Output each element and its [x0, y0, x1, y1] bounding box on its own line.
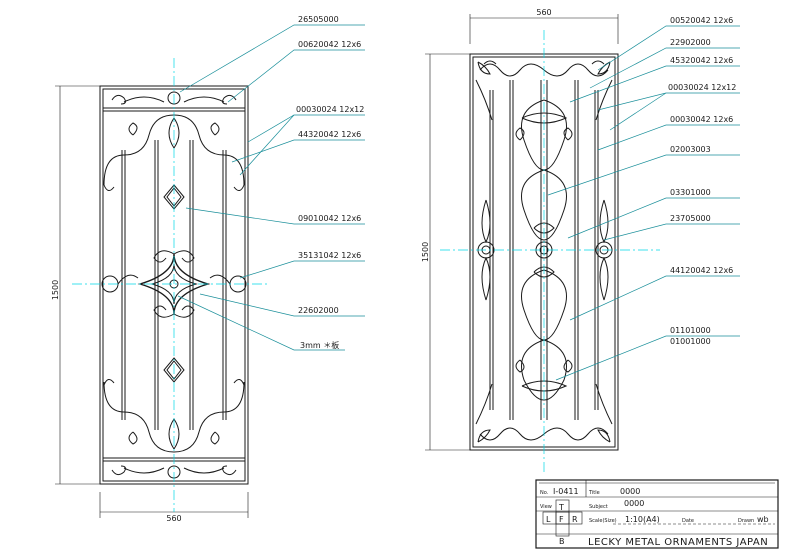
right-callout-10: 01101000	[670, 326, 711, 335]
title-scale-label: Scale(Size)	[589, 518, 617, 524]
left-dimensions	[55, 85, 249, 518]
right-dimensions	[425, 14, 619, 451]
company-name: LECKY METAL ORNAMENTS JAPAN	[588, 537, 768, 548]
right-height-dimension: 1500	[421, 242, 430, 262]
right-callout-3: 45320042 12x6	[670, 56, 733, 65]
title-block	[535, 479, 779, 549]
left-height-dimension: 1500	[51, 280, 60, 300]
left-callout-3: 00030024 12x12	[296, 105, 364, 114]
right-callout-1: 00520042 12x6	[670, 16, 733, 25]
title-scale-value: 1:10(A4)	[625, 515, 660, 524]
view-letter-t: T	[558, 503, 564, 512]
right-callout-9: 44120042 12x6	[670, 266, 733, 275]
right-leaders	[547, 25, 740, 381]
right-callout-4: 00030024 12x12	[668, 83, 736, 92]
left-callout-6: 35131042 12x6	[298, 251, 361, 260]
title-drawn-label: Drawn	[738, 518, 754, 524]
left-callout-2: 00620042 12x6	[298, 40, 361, 49]
right-callout-7: 03301000	[670, 188, 711, 197]
title-subject-value: 0000	[624, 499, 644, 508]
right-callout-11: 01001000	[670, 337, 711, 346]
right-callout-5: 00030042 12x6	[670, 115, 733, 124]
left-callout-1: 26505000	[298, 15, 339, 24]
right-callout-6: 02003003	[670, 145, 711, 154]
right-width-dimension: 560	[536, 8, 551, 17]
left-leaders	[177, 24, 365, 351]
title-view-label: View	[540, 504, 552, 510]
title-subject-label: Subject	[589, 504, 608, 510]
right-callout-2: 22902000	[670, 38, 711, 47]
left-centerlines	[72, 58, 270, 512]
view-letter-r: R	[572, 515, 578, 524]
title-no-value: I-0411	[553, 487, 579, 496]
view-letter-b: B	[559, 537, 565, 546]
left-callout-8: 3mm ＊板	[300, 340, 339, 350]
right-callout-8: 23705000	[670, 214, 711, 223]
view-letter-l: L	[546, 515, 551, 524]
left-callout-7: 22602000	[298, 306, 339, 315]
view-letter-f: F	[559, 515, 564, 524]
left-callout-5: 09010042 12x6	[298, 214, 361, 223]
title-title-label: Title	[588, 490, 600, 496]
title-title-value: 0000	[620, 487, 640, 496]
title-drawn-value: wb	[757, 515, 769, 524]
right-centerlines	[440, 30, 660, 475]
title-no-label: No.	[540, 490, 549, 496]
left-callout-4: 44320042 12x6	[298, 130, 361, 139]
left-width-dimension: 560	[166, 514, 181, 523]
title-date-label: Date	[682, 518, 694, 524]
